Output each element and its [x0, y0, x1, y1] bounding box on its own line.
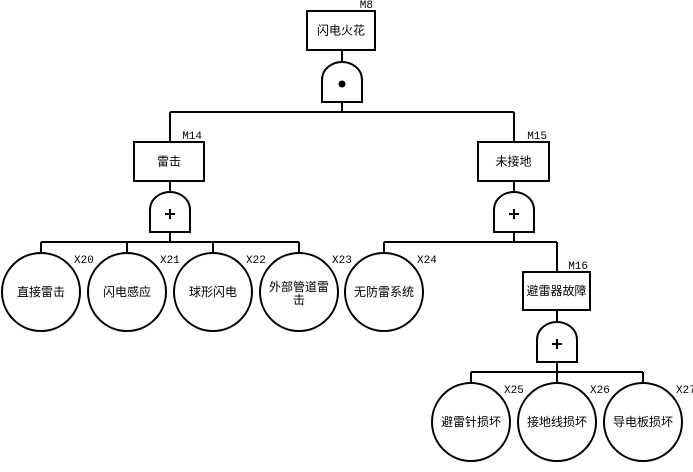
basic-event-x20[interactable]: 直接雷击 X20	[1, 252, 94, 332]
intermediate-event-box[interactable]	[522, 271, 591, 311]
event-label: 球形闪电	[189, 285, 237, 299]
basic-event-circle[interactable]	[1, 252, 81, 332]
event-code: M15	[527, 131, 547, 143]
basic-event-circle[interactable]	[344, 252, 424, 332]
event-code: X25	[504, 385, 524, 397]
event-label: 未接地	[495, 154, 531, 169]
event-label: 雷击	[157, 155, 181, 169]
basic-event-circle[interactable]	[603, 382, 683, 462]
event-code: X24	[417, 255, 437, 267]
event-label: 闪电感应	[103, 284, 151, 299]
event-label: 避雷器故障	[526, 283, 586, 298]
event-label-line: 击	[293, 293, 305, 307]
or-gate-icon[interactable]	[493, 190, 535, 233]
event-code: X22	[246, 255, 266, 267]
intermediate-event-box[interactable]	[133, 141, 205, 182]
event-label: 直接雷击	[17, 284, 65, 299]
basic-event-circle[interactable]	[259, 252, 339, 332]
event-code: X27	[676, 385, 693, 397]
intermediate-event-box[interactable]	[477, 141, 550, 182]
basic-event-x25[interactable]: 避雷针损坏 X25	[431, 382, 524, 462]
event-code: X20	[74, 255, 94, 267]
event-label: 避雷针损坏	[441, 414, 501, 429]
basic-event-x21[interactable]: 闪电感应 X21	[87, 252, 180, 332]
or-gate-icon[interactable]	[536, 320, 578, 363]
basic-event-circle[interactable]	[431, 382, 511, 462]
event-code: X23	[332, 255, 352, 267]
or-plus-icon	[552, 339, 562, 349]
event-code: X21	[160, 255, 180, 267]
basic-event-circle[interactable]	[87, 252, 167, 332]
basic-event-x22[interactable]: 球形闪电 X22	[173, 252, 266, 332]
and-gate-icon[interactable]	[321, 60, 363, 103]
connector-lines	[40, 50, 644, 383]
or-plus-icon	[165, 209, 175, 219]
event-code: X26	[590, 385, 610, 397]
event-code: M16	[568, 261, 588, 273]
intermediate-event-m15[interactable]: 未接地 M15	[477, 131, 550, 182]
intermediate-event-m8[interactable]: 闪电火花 M8	[306, 0, 376, 51]
intermediate-event-box[interactable]	[306, 10, 376, 51]
intermediate-event-m16[interactable]: 避雷器故障 M16	[522, 261, 591, 311]
and-dot-icon	[338, 80, 346, 88]
basic-event-x24[interactable]: 无防雷系统 X24	[344, 252, 437, 332]
event-label: 无防雷系统	[354, 284, 414, 299]
basic-event-x26[interactable]: 接地线损坏 X26	[517, 382, 610, 462]
basic-event-x27[interactable]: 导电板损坏 X27	[603, 382, 693, 462]
event-code: M14	[182, 131, 202, 143]
or-plus-icon	[509, 209, 519, 219]
event-label: 闪电火花	[317, 23, 365, 38]
event-label: 导电板损坏	[613, 415, 673, 429]
event-code: M8	[360, 0, 373, 12]
event-label-line: 外部管道雷	[269, 279, 329, 294]
tree-nodes: 闪电火花M8雷击M14未接地M15避雷器故障M16直接雷击X20闪电感应X21球…	[1, 0, 693, 462]
event-label: 接地线损坏	[527, 414, 587, 429]
basic-event-circle[interactable]	[517, 382, 597, 462]
basic-event-circle[interactable]	[173, 252, 253, 332]
or-gate-icon[interactable]	[149, 190, 191, 233]
